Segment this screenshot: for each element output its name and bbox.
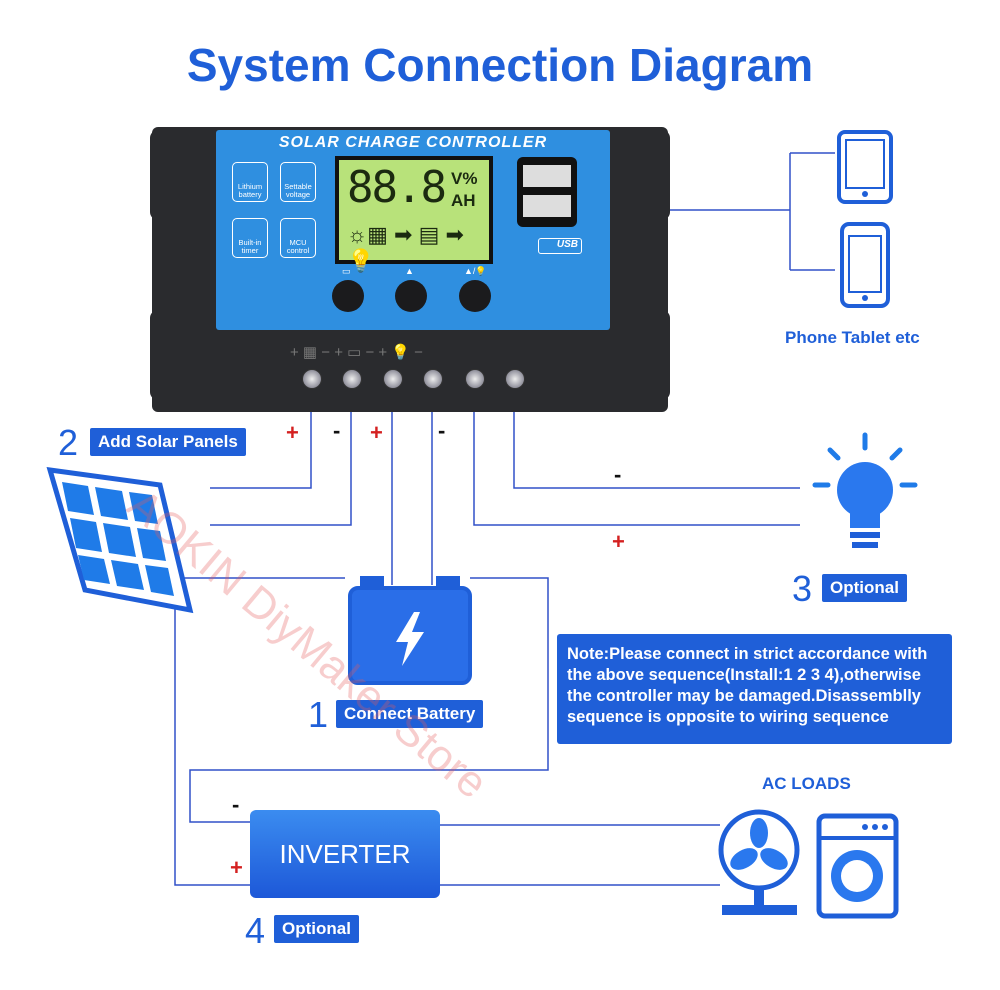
terminal-battery-plus[interactable] <box>383 369 403 389</box>
lithium-battery-icon: Lithium battery <box>232 162 268 202</box>
ac-loads-label: AC LOADS <box>762 774 851 793</box>
controller-header: SOLAR CHARGE CONTROLLER <box>278 134 548 151</box>
up-button[interactable] <box>395 280 427 312</box>
lcd-flow-icons: ☼▦ ➡ ▤ ➡ 💡 <box>347 222 464 273</box>
load-plus-sign: + <box>612 529 625 554</box>
gear-icon: Settable voltage <box>280 162 316 202</box>
phone-tablet-label: Phone Tablet etc <box>785 328 920 347</box>
solar-panel-icon <box>46 467 194 614</box>
step-1-number: 1 <box>308 694 329 735</box>
terminal-battery-minus[interactable] <box>423 369 443 389</box>
terminal-load-plus[interactable] <box>465 369 485 389</box>
lcd-digits: 88.8 <box>347 162 447 213</box>
inverter: INVERTER <box>250 810 440 898</box>
terminal-solar-plus[interactable] <box>302 369 322 389</box>
step-2-number: 2 <box>58 422 79 463</box>
terminal-labels: + ▦ − + ▭ − + 💡 − <box>290 344 423 361</box>
wire-usb <box>668 152 835 271</box>
wire-solar-plus <box>210 385 312 489</box>
terminal-load-minus[interactable] <box>505 369 525 389</box>
tablet-icon <box>837 130 893 204</box>
load-button-label: ▲/💡 <box>464 266 487 276</box>
inverter-minus-sign: - <box>232 792 240 817</box>
solar-plus-sign: + <box>286 420 299 445</box>
usb-logo: USB <box>538 238 582 254</box>
battery-minus-sign: - <box>438 418 446 443</box>
menu-button-label: ▭ <box>342 266 351 276</box>
step-1-label: Connect Battery <box>336 700 484 728</box>
step-3-number: 3 <box>792 568 813 609</box>
battery-icon <box>348 576 472 685</box>
light-bulb-icon <box>812 432 918 548</box>
menu-button[interactable] <box>332 280 364 312</box>
wire-solar-minus <box>210 385 352 526</box>
wire-load-plus <box>473 385 800 526</box>
wire-inverter-minus <box>189 577 549 823</box>
fan-icon <box>718 809 800 915</box>
phone-icon <box>840 222 890 308</box>
wire-load-minus <box>513 385 800 489</box>
timer-icon: Built-in timer <box>232 218 268 258</box>
wire-inverter-plus <box>174 577 345 886</box>
usb-ports <box>517 157 577 227</box>
step-3-label: Optional <box>822 574 907 602</box>
step-2-label: Add Solar Panels <box>90 428 246 456</box>
solar-minus-sign: - <box>333 418 341 443</box>
up-button-label: ▲ <box>405 266 414 276</box>
lcd-display: 88.8 V%AH ☼▦ ➡ ▤ ➡ 💡 <box>335 156 493 273</box>
load-minus-sign: - <box>614 462 622 487</box>
page-title: System Connection Diagram <box>186 39 814 91</box>
step-4-number: 4 <box>245 910 266 951</box>
step-4-label: Optional <box>274 915 359 943</box>
battery-plus-sign: + <box>370 420 383 445</box>
terminal-solar-minus[interactable] <box>342 369 362 389</box>
lcd-units: V%AH <box>451 169 478 210</box>
wiring-note: Note:Please connect in strict accordance… <box>557 634 952 744</box>
chip-icon: MCU control <box>280 218 316 258</box>
inverter-plus-sign: + <box>230 855 243 880</box>
washing-machine-icon <box>816 813 899 919</box>
load-button[interactable] <box>459 280 491 312</box>
